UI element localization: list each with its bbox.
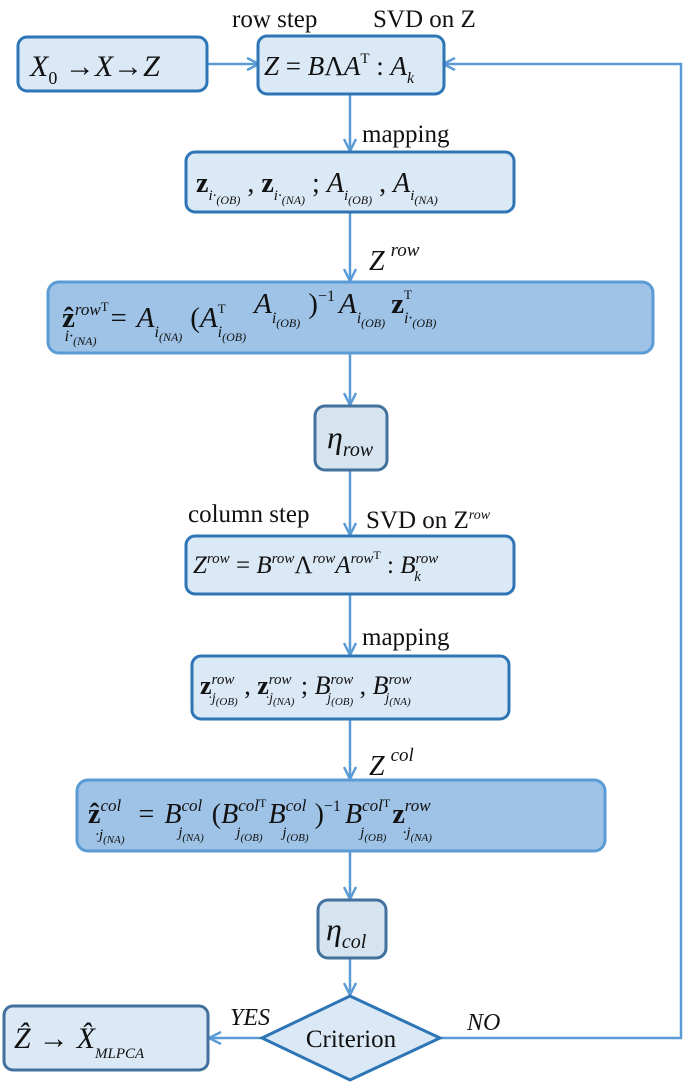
svd-on-z-label: SVD on Z — [373, 6, 476, 33]
svd-on-zrow-label: SVD on Zrow — [366, 507, 491, 534]
mapping-col-box — [190, 654, 511, 721]
eta-col-box — [316, 898, 388, 960]
input-box — [16, 35, 209, 93]
estimate-row-box — [46, 280, 655, 355]
connectors — [207, 64, 683, 1040]
criterion-label: Criterion — [306, 1026, 397, 1053]
row-step-label: row step — [232, 6, 317, 33]
output-box — [2, 1004, 210, 1072]
svd-z-box — [256, 34, 446, 96]
mapping-label-1: mapping — [362, 121, 450, 148]
mapping-row-box — [184, 150, 516, 214]
arrow-no-loop-back — [440, 64, 683, 1040]
column-step-label: column step — [188, 501, 310, 528]
estimate-col-box — [75, 778, 607, 853]
criterion-diamond — [258, 994, 444, 1082]
svd-zrow-box — [184, 534, 516, 596]
yes-label: YES — [230, 1005, 270, 1031]
no-label: NO — [466, 1010, 500, 1036]
mapping-label-2: mapping — [362, 624, 450, 651]
eta-row-box — [313, 404, 389, 472]
